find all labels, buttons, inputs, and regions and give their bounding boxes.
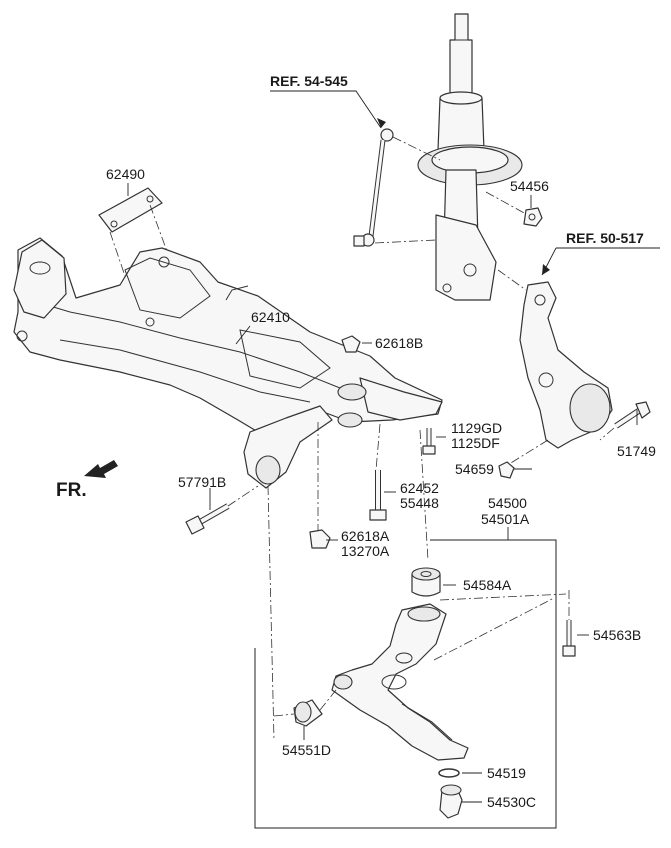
part-number-54501A: 54501A [481, 511, 530, 527]
part-number-1125DF: 1125DF [451, 435, 500, 451]
part-number-54584A: 54584A [463, 577, 512, 593]
mount-bolt-upper [422, 428, 436, 455]
side-bolt [185, 503, 230, 535]
reinforcement-plate [98, 187, 163, 233]
part-number-57791B: 57791B [178, 474, 226, 490]
lower-arm-group-frame [254, 539, 557, 829]
part-number-54551D: 54551D [282, 742, 331, 758]
lower-arm [331, 603, 469, 761]
part-number-54500: 54500 [488, 495, 527, 511]
part-number-54530C: 54530C [487, 794, 536, 810]
strut-nut [523, 207, 543, 227]
part-number-54563B: 54563B [593, 627, 641, 643]
knuckle-bolt [614, 401, 651, 429]
ball-joint [439, 784, 463, 819]
part-number-62490: 62490 [106, 166, 145, 182]
knuckle-nut [498, 461, 515, 479]
front-direction-label: FR. [56, 480, 87, 501]
part-number-62410: 62410 [251, 309, 290, 325]
part-number-55448: 55448 [400, 495, 439, 511]
part-number-62618B: 62618B [375, 335, 423, 351]
part-number-13270A: 13270A [341, 543, 390, 559]
crossmember-nut [341, 335, 361, 353]
knuckle [519, 281, 613, 449]
arm-bolt [562, 620, 576, 657]
ref-knuckle-label: REF. 50-517 [566, 230, 644, 246]
mount-bolt-long [369, 470, 387, 521]
part-number-51749: 51749 [617, 443, 656, 459]
crossmember [13, 237, 443, 489]
leader-lines [127, 90, 660, 803]
part-number-62618A: 62618A [341, 528, 390, 544]
part-number-54519: 54519 [487, 765, 526, 781]
stabilizer-link [353, 128, 394, 247]
part-number-54659: 54659 [455, 461, 494, 477]
mount-nut [309, 529, 331, 549]
rear-bushing [411, 567, 441, 597]
strut-assembly [417, 13, 523, 301]
part-number-1129GD: 1129GD [451, 420, 502, 436]
snap-ring [438, 768, 460, 778]
front-bushing [293, 699, 323, 727]
part-number-54456: 54456 [510, 178, 549, 194]
front-arrow-icon [84, 460, 118, 478]
ref-stabilizer-link-label: REF. 54-545 [270, 73, 348, 89]
part-number-62452: 62452 [400, 480, 439, 496]
